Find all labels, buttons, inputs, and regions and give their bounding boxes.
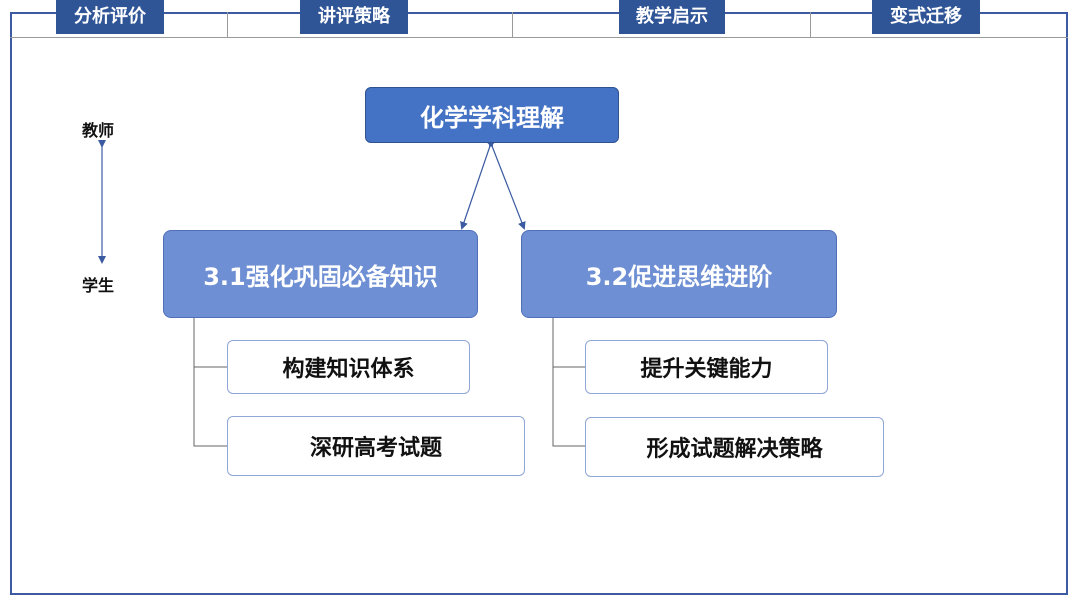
teacher-label: 教师	[82, 121, 115, 140]
root-node: 化学学科理解	[365, 87, 619, 143]
tab-variant-transfer[interactable]: 变式迁移	[872, 0, 980, 34]
tab-analysis-evaluation[interactable]: 分析评价	[56, 0, 164, 34]
branch-2-child-2: 形成试题解决策略	[585, 417, 884, 477]
branch-1-child-1: 构建知识体系	[227, 340, 470, 394]
header-divider	[227, 12, 228, 38]
tab-review-strategy[interactable]: 讲评策略	[300, 0, 408, 34]
branch-2-child-1: 提升关键能力	[585, 340, 828, 394]
tab-teaching-inspiration[interactable]: 教学启示	[619, 0, 725, 34]
student-label: 学生	[82, 276, 115, 295]
branch-node-2: 3.2促进思维进阶	[521, 230, 837, 318]
branch-1-child-2: 深研高考试题	[227, 416, 525, 476]
branch-node-1: 3.1强化巩固必备知识	[163, 230, 478, 318]
header-divider	[512, 12, 513, 38]
header-rule	[10, 37, 1068, 38]
header-divider	[810, 12, 811, 38]
